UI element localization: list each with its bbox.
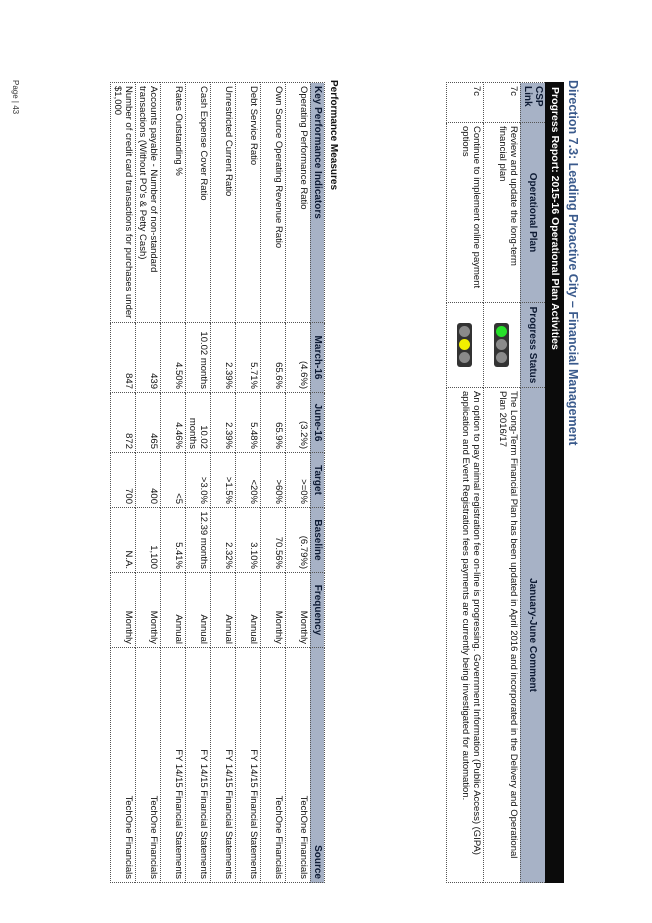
kpi-march-cell: (4.6%) (285, 322, 311, 393)
header-march: March-16 (310, 322, 325, 393)
operational-plan-cell: Continue to implement online payment opt… (446, 122, 484, 303)
kpi-june-cell: 5.48% (235, 392, 261, 453)
kpi-frequency-cell: Monthly (260, 572, 286, 648)
kpi-march-cell: 847 (110, 322, 136, 393)
kpi-kpi-cell: Unrestricted Current Ratio (210, 82, 236, 323)
operational-plan-cell: Review and update the long-term financia… (483, 122, 521, 303)
page-number: Page | 43 (11, 80, 20, 115)
kpi-baseline-cell: 70.56% (260, 507, 286, 573)
kpi-baseline-cell: 2.32% (210, 507, 236, 573)
kpi-kpi-cell: Rates Outstanding % (160, 82, 186, 323)
kpi-source-cell: TechOne Financials (135, 647, 161, 883)
kpi-march-cell: 10.02 months (185, 322, 211, 393)
kpi-june-cell: 872 (110, 392, 136, 453)
kpi-june-cell: (3.2%) (285, 392, 311, 453)
status-cell (483, 302, 521, 388)
progress-report-table: Progress Report: 2015-16 Operational Pla… (446, 82, 564, 883)
kpi-frequency-cell: Annual (185, 572, 211, 648)
kpi-june-cell: 65.9% (260, 392, 286, 453)
kpi-baseline-cell: 3.10% (235, 507, 261, 573)
comment-cell: An option to pay animal registration fee… (446, 387, 484, 883)
kpi-june-cell: 10.02 months (185, 392, 211, 453)
kpi-target-cell: >1.5% (210, 452, 236, 508)
kpi-baseline-cell: N.A. (110, 507, 136, 573)
table-row: Accounts payable - Number of non-standar… (135, 82, 161, 883)
kpi-target-cell: >60% (260, 452, 286, 508)
status-cell (446, 302, 484, 388)
kpi-frequency-cell: Annual (210, 572, 236, 648)
kpi-kpi-cell: Own Source Operating Revenue Ratio (260, 82, 286, 323)
progress-report-title: Progress Report: 2015-16 Operational Pla… (545, 82, 564, 883)
kpi-kpi-cell: Cash Expense Cover Ratio (185, 82, 211, 323)
kpi-source-cell: FY 14/15 Financial Statements (185, 647, 211, 883)
kpi-target-cell: <20% (235, 452, 261, 508)
kpi-kpi-cell: Debt Service Ratio (235, 82, 261, 323)
kpi-target-cell: <5 (160, 452, 186, 508)
kpi-baseline-cell: 1,100 (135, 507, 161, 573)
kpi-baseline-cell: 12.39 months (185, 507, 211, 573)
kpi-rows: Operating Performance Ratio(4.6%)(3.2%)>… (110, 82, 311, 883)
kpi-frequency-cell: Annual (160, 572, 186, 648)
kpi-march-cell: 439 (135, 322, 161, 393)
header-progress-status: Progress Status (520, 302, 546, 388)
kpi-target-cell: >=0% (285, 452, 311, 508)
traffic-light-icon (494, 323, 510, 367)
kpi-june-cell: 465 (135, 392, 161, 453)
kpi-june-cell: 2.39% (210, 392, 236, 453)
performance-measures-table: Key Performance Indicators March-16 June… (110, 82, 325, 883)
kpi-target-cell: 700 (110, 452, 136, 508)
kpi-target-cell: >3.0% (185, 452, 211, 508)
kpi-source-cell: FY 14/15 Financial Statements (160, 647, 186, 883)
header-csp-link: CSP Link (520, 82, 546, 123)
kpi-source-cell: TechOne Financials (110, 647, 136, 883)
progress-row: 7c Continue to implement online payment … (446, 82, 484, 883)
kpi-frequency-cell: Monthly (285, 572, 311, 648)
page-heading: Direction 7.3: Leading Proactive City – … (566, 80, 580, 446)
comment-cell: The Long-Term Financial Plan has been up… (483, 387, 521, 883)
performance-heading: Performance Measures (328, 80, 339, 191)
csp-link-cell: 7c (446, 82, 484, 123)
kpi-march-cell: 65.6% (260, 322, 286, 393)
header-operational-plan: Operational Plan (520, 122, 546, 303)
kpi-frequency-cell: Monthly (135, 572, 161, 648)
kpi-target-cell: 400 (135, 452, 161, 508)
header-comment: January-June Comment (520, 387, 546, 883)
kpi-source-cell: TechOne Financials (260, 647, 286, 883)
kpi-kpi-cell: Accounts payable - Number of non-standar… (135, 82, 161, 323)
header-source: Source (310, 647, 325, 883)
header-frequency: Frequency (310, 572, 325, 648)
kpi-frequency-cell: Monthly (110, 572, 136, 648)
kpi-frequency-cell: Annual (235, 572, 261, 648)
kpi-kpi-cell: Operating Performance Ratio (285, 82, 311, 323)
kpi-source-cell: FY 14/15 Financial Statements (210, 647, 236, 883)
kpi-header-row: Key Performance Indicators March-16 June… (310, 82, 325, 883)
kpi-kpi-cell: Number of credit card transactions for p… (110, 82, 136, 323)
kpi-march-cell: 2.39% (210, 322, 236, 393)
kpi-march-cell: 5.71% (235, 322, 261, 393)
csp-link-cell: 7c (483, 82, 521, 123)
kpi-baseline-cell: 5.41% (160, 507, 186, 573)
header-baseline: Baseline (310, 507, 325, 573)
kpi-source-cell: FY 14/15 Financial Statements (235, 647, 261, 883)
progress-report-title-row: Progress Report: 2015-16 Operational Pla… (545, 82, 564, 883)
header-target: Target (310, 452, 325, 508)
table-row: Number of credit card transactions for p… (110, 82, 136, 883)
kpi-source-cell: TechOne Financials (285, 647, 311, 883)
kpi-march-cell: 4.50% (160, 322, 186, 393)
kpi-june-cell: 4.46% (160, 392, 186, 453)
progress-report-header-row: CSP Link Operational Plan Progress Statu… (520, 82, 546, 883)
header-june: June-16 (310, 392, 325, 453)
header-kpi: Key Performance Indicators (310, 82, 325, 323)
traffic-light-icon (457, 323, 473, 367)
kpi-baseline-cell: (6.79%) (285, 507, 311, 573)
table-row: Operating Performance Ratio(4.6%)(3.2%)>… (285, 82, 311, 883)
progress-row: 7c Review and update the long-term finan… (483, 82, 521, 883)
